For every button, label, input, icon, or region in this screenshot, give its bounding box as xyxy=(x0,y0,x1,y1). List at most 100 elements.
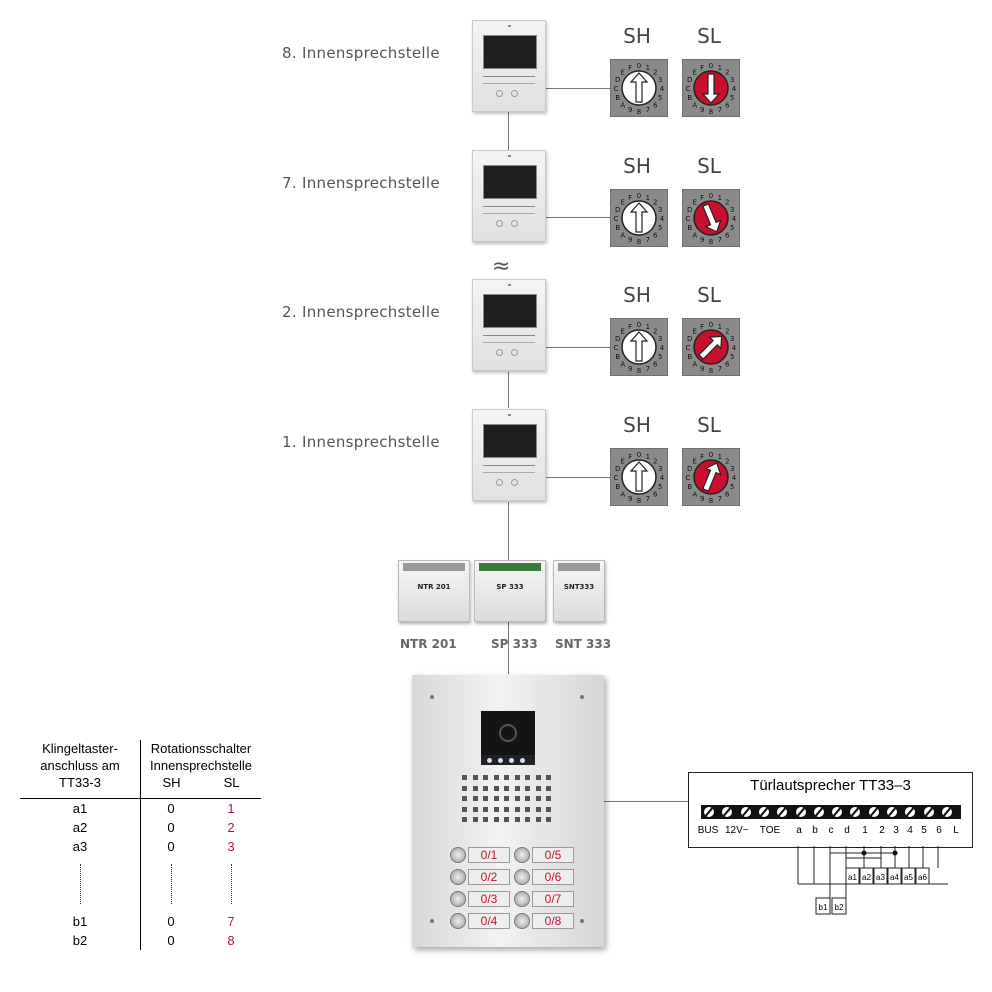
table-ellipsis-row xyxy=(20,856,261,912)
dial-digit: 7 xyxy=(646,495,650,503)
dial-digit: 4 xyxy=(660,215,665,223)
terminal-screw-icon xyxy=(795,807,806,817)
monitor-button-icon xyxy=(496,349,503,356)
terminal-screw-icon xyxy=(887,807,897,817)
bell-button[interactable] xyxy=(514,847,530,863)
led-strip xyxy=(481,755,535,765)
terminal-label: 3 xyxy=(893,825,899,836)
bell-nameplate: 0/6 xyxy=(532,869,574,885)
device-label: SP 333 xyxy=(491,637,538,651)
dial-digit: D xyxy=(615,206,620,214)
table-subheader-sh: SH xyxy=(162,775,181,790)
dial-digit: B xyxy=(615,483,620,491)
terminal-label: b xyxy=(812,825,818,836)
dial-digit: 8 xyxy=(637,108,641,116)
dial-arrow-icon xyxy=(629,331,649,362)
dial-digit: 9 xyxy=(628,365,632,373)
dial-digit: E xyxy=(693,199,697,207)
dial-digit: F xyxy=(700,64,704,72)
switch-label-sl: SL xyxy=(697,24,721,48)
terminal-label: 1 xyxy=(862,825,868,836)
bell-button[interactable] xyxy=(514,891,530,907)
device-label: NTR 201 xyxy=(400,637,457,651)
station-connector-line xyxy=(544,477,610,478)
dial-digit: 0 xyxy=(709,451,713,459)
dial-digit: 2 xyxy=(653,328,657,336)
terminal-screw-icon xyxy=(905,807,916,817)
station-connector-line xyxy=(544,217,610,218)
bell-input-label: a1 xyxy=(848,873,857,882)
terminal-screw-icon xyxy=(868,807,879,817)
dial-digit: 3 xyxy=(658,465,662,473)
dial-digit: 8 xyxy=(709,108,713,116)
dial-digit: 5 xyxy=(730,94,734,102)
bell-button[interactable] xyxy=(514,869,530,885)
power-module: NTR 201 xyxy=(398,560,470,622)
bell-nameplate: 0/7 xyxy=(532,891,574,907)
dial-digit: 6 xyxy=(653,231,658,239)
dial-digit: 9 xyxy=(628,106,632,114)
bell-input-label: a2 xyxy=(862,873,871,882)
terminal-screw-icon xyxy=(941,807,952,817)
dial-arrow-icon xyxy=(629,72,649,103)
terminal-screw-icon xyxy=(813,807,824,817)
bell-nameplate: 0/8 xyxy=(532,913,574,929)
bell-button[interactable] xyxy=(514,913,530,929)
terminal-label: 4 xyxy=(907,825,913,836)
dial-digit: 6 xyxy=(725,231,730,239)
dial-digit: D xyxy=(687,206,692,214)
bell-nameplate: 0/5 xyxy=(532,847,574,863)
dial-digit: E xyxy=(621,69,625,77)
dial-digit: 3 xyxy=(730,335,734,343)
monitor-button-icon xyxy=(511,479,518,486)
dial-digit: 6 xyxy=(725,360,730,368)
dial-digit: 2 xyxy=(725,328,729,336)
station-connector-line xyxy=(544,347,610,348)
station-label: 7. Innensprechstelle xyxy=(282,174,440,192)
bell-nameplate: 0/1 xyxy=(468,847,510,863)
dial-digit: C xyxy=(614,474,619,482)
dial-digit: D xyxy=(687,76,692,84)
bell-nameplate: 0/4 xyxy=(468,913,510,929)
terminal-screw-icon xyxy=(923,807,934,817)
dial-digit: 4 xyxy=(732,344,737,352)
dial-digit: 6 xyxy=(653,101,658,109)
dial-digit: 1 xyxy=(718,453,722,461)
dial-digit: 4 xyxy=(660,344,665,352)
switch-label-sh: SH xyxy=(623,413,651,437)
monitor-screen xyxy=(483,424,537,458)
dial-digit: 5 xyxy=(658,94,662,102)
bell-button[interactable] xyxy=(450,913,466,929)
dial-digit: 5 xyxy=(658,224,662,232)
dial-digit: 0 xyxy=(637,192,641,200)
dial-digit: 9 xyxy=(700,365,704,373)
dial-digit: 2 xyxy=(725,199,729,207)
bell-button[interactable] xyxy=(450,847,466,863)
terminal-label: TOE xyxy=(759,825,781,836)
bell-input-box xyxy=(859,867,874,885)
panel-screw xyxy=(580,919,584,923)
dial-digit: 1 xyxy=(718,323,722,331)
dial-digit: 7 xyxy=(646,106,650,114)
dial-digit: 5 xyxy=(730,224,734,232)
switch-label-sh: SH xyxy=(623,154,651,178)
dial-digit: C xyxy=(614,215,619,223)
power-module: SP 333 xyxy=(474,560,546,622)
monitor-button-icon xyxy=(496,90,503,97)
switch-label-sl: SL xyxy=(697,413,721,437)
dial-digit: C xyxy=(614,344,619,352)
table-subheader-sl: SL xyxy=(223,775,240,790)
bell-button[interactable] xyxy=(450,891,466,907)
bell-input-label: b1 xyxy=(819,903,828,912)
dial-digit: 0 xyxy=(709,192,713,200)
dial-digit: D xyxy=(615,465,620,473)
bell-input-box xyxy=(887,867,902,885)
terminal-label: c xyxy=(828,825,834,836)
switch-label-sl: SL xyxy=(697,283,721,307)
bell-button[interactable] xyxy=(450,869,466,885)
dial-digit: B xyxy=(687,353,692,361)
dial-digit: A xyxy=(692,490,697,498)
